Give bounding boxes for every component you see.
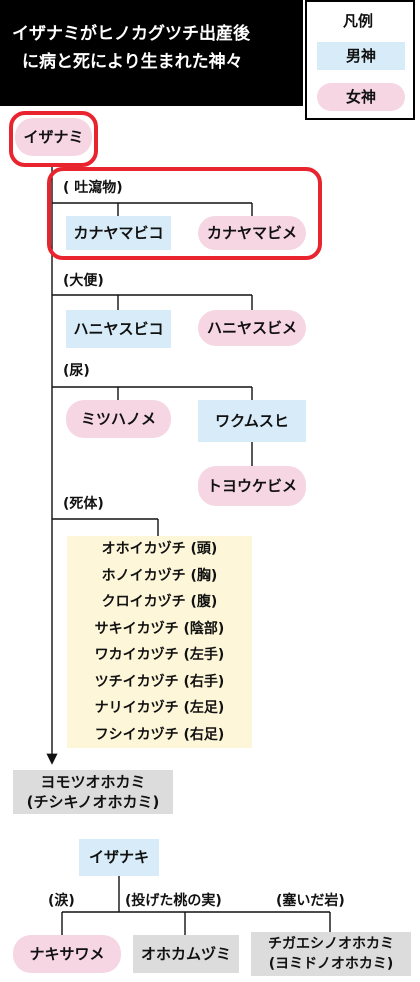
feces-label: (大便) <box>63 273 104 289</box>
mitsuhanome-label: ミツハノメ <box>80 409 156 428</box>
node-izanagi: イザナキ <box>79 839 159 876</box>
title-line-1: イザナミがヒノカグツチ出産後 <box>12 24 250 44</box>
ohokamuzumi-label: オホカムヅミ <box>140 944 231 963</box>
izanagi-label: イザナキ <box>88 848 149 866</box>
node-haniyasubiko: ハニヤスビコ <box>66 310 171 348</box>
izanami-label: イザナミ <box>23 127 84 146</box>
yomotsu-alias: (チシキノオホカミ) <box>26 793 160 811</box>
node-kanayamabiko: カナヤマビコ <box>66 216 171 250</box>
kanayamabiko-label: カナヤマビコ <box>73 223 164 242</box>
node-haniyasubime: ハニヤスビメ <box>198 310 306 346</box>
tears-label: (涙) <box>48 893 75 909</box>
title-line-2: に病と死により生まれた神々 <box>22 52 243 72</box>
rock-label: (塞いだ岩) <box>276 893 345 909</box>
list-item: オホイカヅチ (頭) <box>101 541 218 557</box>
izanami-highlight <box>9 111 98 167</box>
corpse-label: (死体) <box>63 496 104 512</box>
node-toyoukebime: トヨウケビメ <box>198 466 306 506</box>
title-banner: イザナミがヒノカグツチ出産後 に病と死により生まれた神々 <box>0 0 303 106</box>
list-item: フシイカヅチ (右足) <box>94 726 225 743</box>
legend-box: 凡例 男神 女神 <box>305 0 415 120</box>
list-item: ワカイカヅチ (左手) <box>94 647 225 663</box>
node-ohokamuzumi: オホカムヅミ <box>133 935 239 973</box>
haniyasubiko-label: ハニヤスビコ <box>73 319 164 338</box>
yomotsu-name: ヨモツオホカミ <box>40 773 146 791</box>
thunder-gods-list: オホイカヅチ (頭) ホノイカヅチ (胸) クロイカヅチ (腹) サキイカヅチ … <box>67 536 252 748</box>
node-yomotsu-ohokami: ヨモツオホカミ (チシキノオホカミ) <box>13 770 173 814</box>
legend-female-swatch: 女神 <box>317 83 405 111</box>
list-item: ナリイカヅチ (左足) <box>94 700 225 716</box>
list-item: クロイカヅチ (腹) <box>101 594 218 610</box>
haniyasubime-label: ハニヤスビメ <box>206 318 297 337</box>
legend-male-label: 男神 <box>345 46 376 65</box>
list-item: サキイカヅチ (陰部) <box>94 620 225 637</box>
chigaeshi-name: チガエシノオホカミ <box>268 936 394 952</box>
list-item: ツチイカヅチ (右手) <box>94 673 225 690</box>
peaches-label: (投げた桃の実) <box>125 893 222 909</box>
urine-label: (尿) <box>63 363 90 379</box>
node-chigaeshi-no-ohokami: チガエシノオホカミ (ヨミドノオホカミ) <box>251 932 411 976</box>
node-izanami: イザナミ <box>15 118 92 156</box>
node-wakumusuhi: ワクムスヒ <box>198 400 306 442</box>
nakisawame-label: ナキサワメ <box>29 944 105 963</box>
toyoukebime-label: トヨウケビメ <box>206 476 297 495</box>
legend-female-label: 女神 <box>345 87 376 106</box>
node-mitsuhanome: ミツハノメ <box>66 400 171 438</box>
legend-male-swatch: 男神 <box>317 42 405 70</box>
node-kanayamabime: カナヤマビメ <box>198 216 306 250</box>
kanayamabime-label: カナヤマビメ <box>206 223 297 242</box>
node-nakisawame: ナキサワメ <box>13 935 121 973</box>
legend-title: 凡例 <box>343 12 374 30</box>
wakumusuhi-label: ワクムスヒ <box>215 411 289 430</box>
list-item: ホノイカヅチ (胸) <box>101 567 218 584</box>
chigaeshi-alias: (ヨミドノオホカミ) <box>268 956 394 972</box>
vomit-group-highlight <box>47 167 322 260</box>
vomit-label: ( 吐瀉物) <box>63 180 123 196</box>
